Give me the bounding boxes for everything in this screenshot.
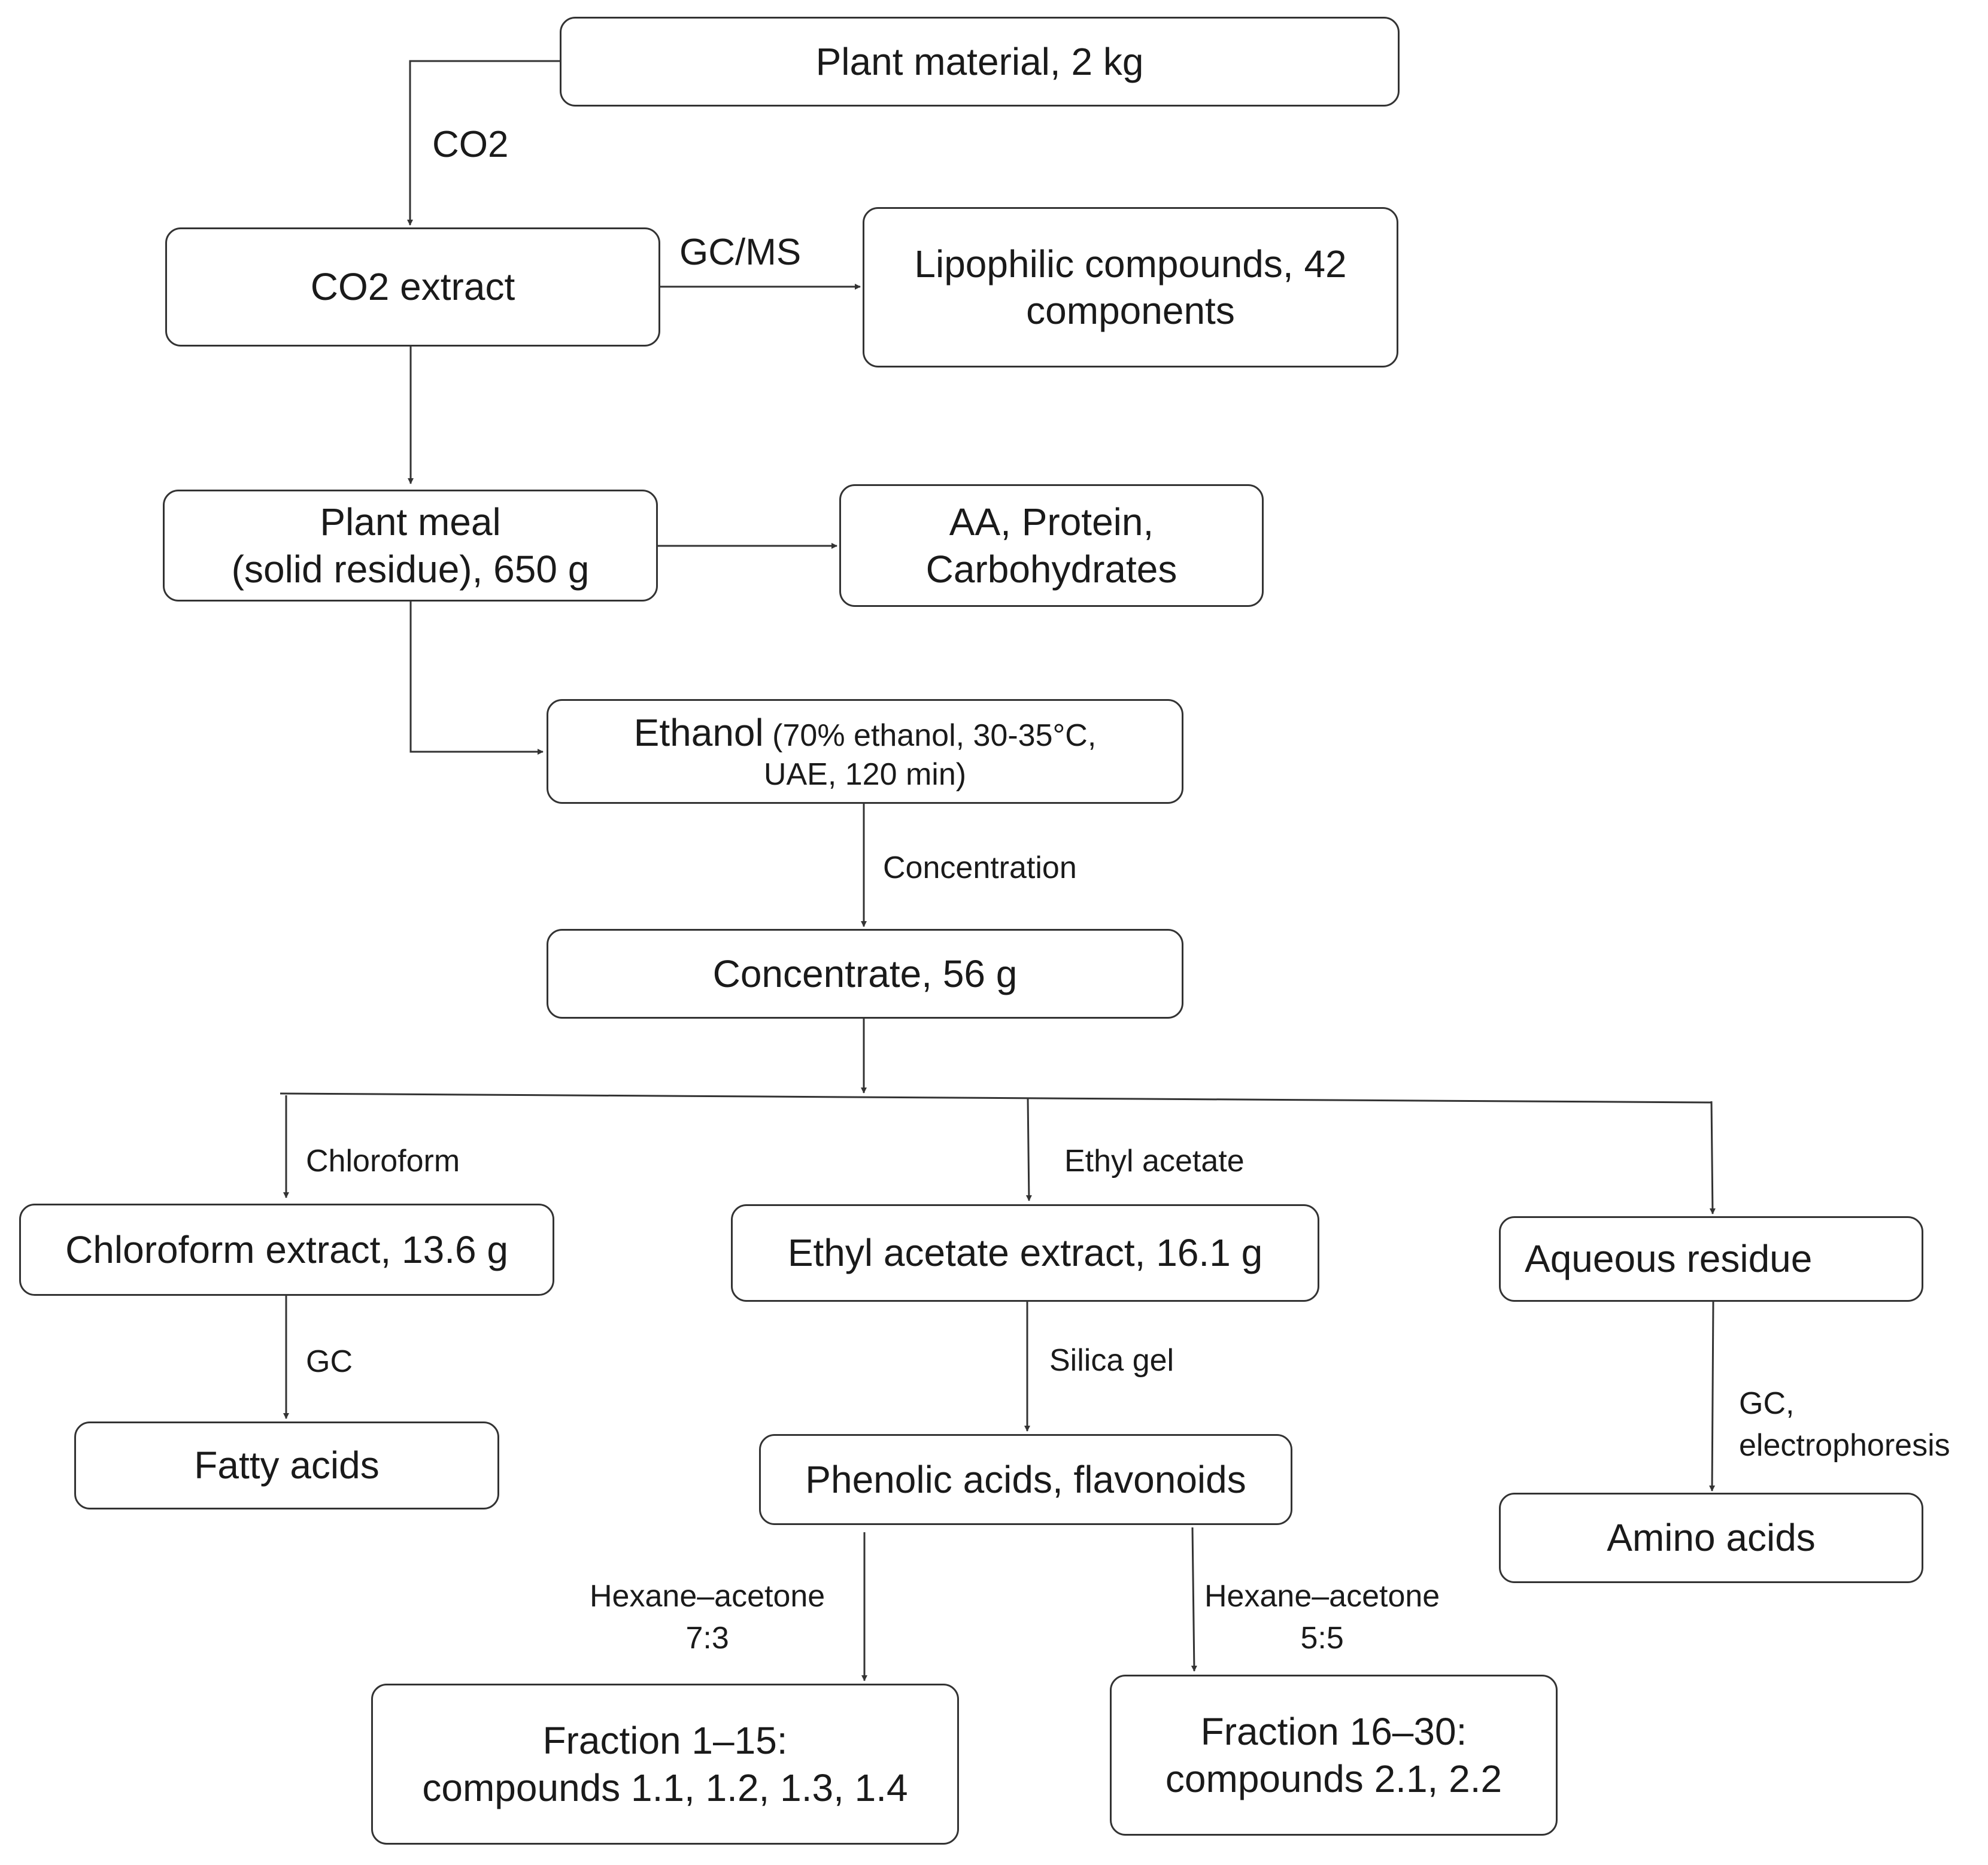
arrow-plant-to-co2-extract — [407, 60, 560, 226]
node-ethanol-title: Ethanol — [633, 710, 764, 754]
node-fraction-1-15-line1: Fraction 1–15: — [542, 1719, 788, 1763]
label-hexane-7-3-line1: Hexane–acetone — [590, 1579, 825, 1614]
split-bar — [280, 1092, 1713, 1104]
node-amino-acids: Amino acids — [1499, 1493, 1923, 1583]
node-amino-acids-text: Amino acids — [1607, 1516, 1816, 1560]
label-silica-gel: Silica gel — [1049, 1343, 1174, 1378]
label-hexane-5-5-line1: Hexane–acetone — [1204, 1579, 1440, 1614]
node-ethanol-line1: Ethanol (70% ethanol, 30-35°C, — [634, 709, 1097, 756]
node-fraction-1-15-line2: compounds 1.1, 1.2, 1.3, 1.4 — [422, 1766, 908, 1809]
node-fraction-1-15: Fraction 1–15: compounds 1.1, 1.2, 1.3, … — [371, 1684, 959, 1845]
label-gc-electrophoresis-line1: GC, — [1739, 1386, 1795, 1421]
label-ethyl-acetate: Ethyl acetate — [1064, 1144, 1245, 1178]
node-lipophilic-compounds: Lipophilic compounds, 42 components — [863, 207, 1398, 367]
node-fraction-16-30: Fraction 16–30: compounds 2.1, 2.2 — [1110, 1675, 1558, 1836]
node-plant-meal-line2: (solid residue), 650 g — [231, 547, 590, 591]
node-lipophilic-line2: components — [1026, 289, 1235, 332]
arrow-phenolic-to-fraction-16-30 — [1191, 1527, 1197, 1672]
node-plant-meal-line1: Plant meal — [320, 500, 501, 544]
node-chloroform-extract-text: Chloroform extract, 13.6 g — [65, 1228, 508, 1271]
node-plant-material: Plant material, 2 kg — [560, 17, 1400, 107]
node-fraction-16-30-line1: Fraction 16–30: — [1200, 1710, 1467, 1754]
label-hexane-5-5-line2: 5:5 — [1300, 1621, 1344, 1656]
label-concentration: Concentration — [883, 851, 1077, 885]
node-aa-protein-carbohydrates: AA, Protein, Carbohydrates — [839, 484, 1264, 607]
node-aa-line2: Carbohydrates — [925, 547, 1177, 591]
node-chloroform-extract: Chloroform extract, 13.6 g — [19, 1204, 554, 1296]
arrow-aqueous-to-amino — [1709, 1301, 1716, 1492]
label-chloroform: Chloroform — [306, 1144, 460, 1178]
label-hexane-acetone-7-3: Hexane–acetone 7:3 — [590, 1575, 825, 1659]
node-aqueous-residue-text: Aqueous residue — [1525, 1237, 1813, 1281]
label-co2: CO2 — [432, 124, 509, 165]
node-fatty-acids-text: Fatty acids — [194, 1444, 380, 1487]
node-ethanol-detail1: (70% ethanol, 30-35°C, — [763, 718, 1097, 753]
arrow-plant-meal-to-ethanol — [409, 602, 544, 755]
node-phenolic-flavonoids: Phenolic acids, flavonoids — [759, 1434, 1292, 1525]
node-ethyl-acetate-extract: Ethyl acetate extract, 16.1 g — [731, 1204, 1319, 1302]
label-gcms: GC/MS — [679, 232, 802, 273]
label-hexane-7-3-line2: 7:3 — [685, 1621, 729, 1656]
node-concentrate: Concentrate, 56 g — [547, 929, 1183, 1019]
node-lipophilic-line1: Lipophilic compounds, 42 — [914, 242, 1347, 285]
node-phenolic-text: Phenolic acids, flavonoids — [805, 1457, 1246, 1501]
node-concentrate-text: Concentrate, 56 g — [712, 952, 1018, 995]
node-plant-meal: Plant meal (solid residue), 650 g — [163, 490, 658, 602]
label-gc: GC — [306, 1344, 353, 1379]
arrow-split-to-aqueous — [1709, 1101, 1716, 1214]
node-co2-extract: CO2 extract — [165, 227, 660, 347]
node-aqueous-residue: Aqueous residue — [1499, 1216, 1923, 1302]
label-gc-electrophoresis: GC, electrophoresis — [1739, 1383, 1950, 1466]
arrow-split-to-ethyl-acetate — [1025, 1097, 1032, 1201]
node-plant-material-text: Plant material, 2 kg — [815, 40, 1144, 83]
node-ethyl-acetate-extract-text: Ethyl acetate extract, 16.1 g — [787, 1231, 1263, 1275]
node-ethanol-detail2: UAE, 120 min) — [763, 757, 967, 792]
node-fatty-acids: Fatty acids — [74, 1421, 499, 1509]
label-gc-electrophoresis-line2: electrophoresis — [1739, 1428, 1950, 1463]
node-aa-line1: AA, Protein, — [949, 500, 1154, 544]
node-fraction-16-30-line2: compounds 2.1, 2.2 — [1165, 1757, 1503, 1800]
node-ethanol: Ethanol (70% ethanol, 30-35°C, UAE, 120 … — [547, 699, 1183, 804]
node-co2-extract-text: CO2 extract — [310, 265, 515, 309]
label-hexane-acetone-5-5: Hexane–acetone 5:5 — [1204, 1575, 1440, 1659]
